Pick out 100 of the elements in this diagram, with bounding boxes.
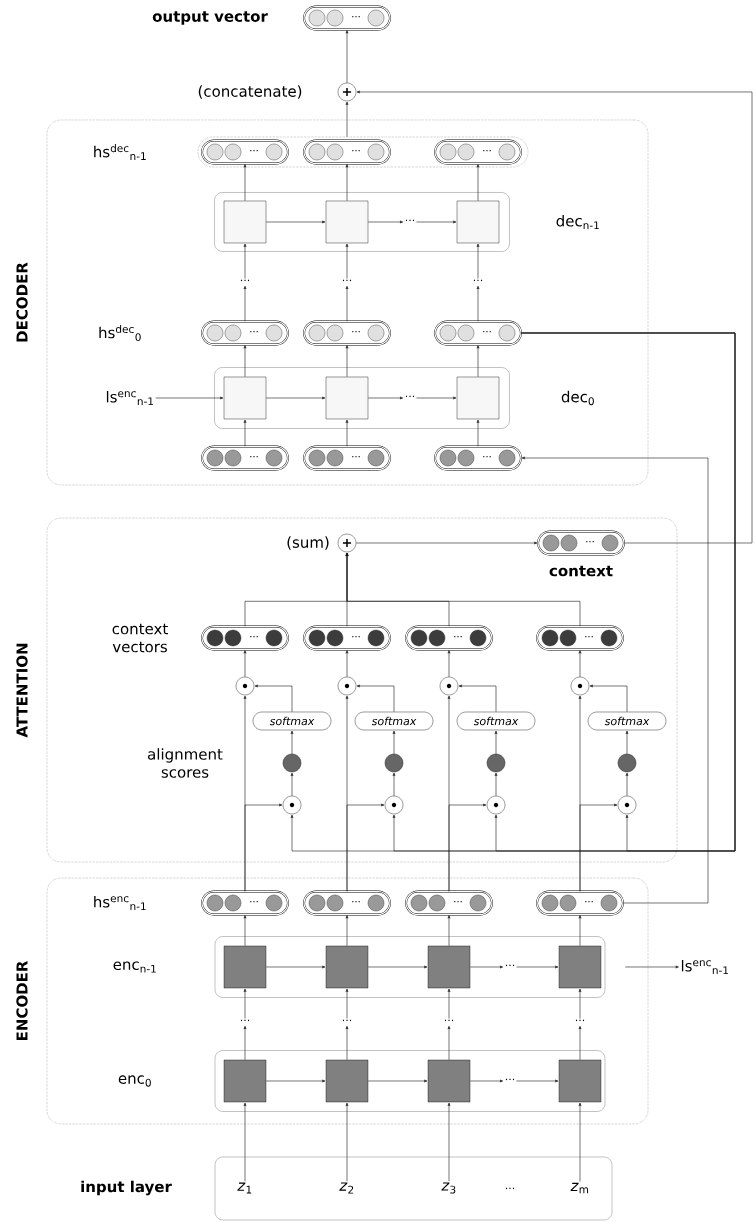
arrow (521, 456, 709, 904)
arrow (578, 1102, 582, 1182)
cell-square (427, 1059, 471, 1103)
arrow (494, 772, 498, 797)
row-label: alignment scores (148, 748, 223, 778)
side-label: dec$_{0}$ (561, 390, 594, 406)
softmax-box: softmax (252, 711, 332, 731)
vector: ··· (434, 320, 522, 346)
ellipsis: ··· (405, 219, 415, 222)
ellipsis: ··· (444, 1019, 454, 1022)
dot-product-circle (384, 795, 404, 815)
variable-label: z$_{1}$ (237, 1182, 252, 1194)
layer-box (214, 1050, 606, 1112)
arrow (416, 396, 457, 400)
arrow (356, 684, 395, 713)
arrow (367, 1079, 428, 1083)
vector: ··· (434, 445, 522, 471)
arrow (345, 30, 349, 84)
arrow (243, 988, 247, 1019)
arrow (392, 730, 396, 755)
arrow (243, 1102, 247, 1182)
score-circle (617, 753, 637, 773)
side-label: enc$_{n-1}$ (113, 961, 156, 973)
arrow (447, 915, 451, 947)
layer-box (214, 936, 606, 998)
arrow (345, 552, 581, 627)
arrow (345, 1102, 349, 1182)
arrow (578, 915, 582, 947)
cell-square (223, 376, 267, 420)
arrow (356, 90, 753, 544)
cell-square (456, 200, 500, 244)
arrow (345, 650, 349, 678)
ellipsis: ··· (505, 1187, 515, 1190)
row-label: context vectors (112, 623, 168, 653)
variable-label: z$_{2}$ (339, 1182, 354, 1194)
variable-label: ls$^{enc}$n-1 (681, 959, 729, 975)
dot-product-circle (439, 676, 459, 696)
arrow (345, 285, 349, 322)
variable-label: ls$^{enc}$n-1 (106, 390, 154, 406)
ellipsis: ··· (240, 1019, 250, 1022)
variable-label: z$_{3}$ (441, 1182, 456, 1194)
arrow (476, 164, 480, 202)
layer-box (214, 367, 510, 429)
variable-label: z$_{m}$ (570, 1182, 589, 1194)
vector: ··· (303, 320, 391, 346)
arrow (448, 803, 487, 892)
vector: ··· (303, 5, 391, 31)
side-label: dec$_{n-1}$ (556, 214, 599, 230)
ellipsis: ··· (575, 1019, 585, 1022)
dot-product-circle (570, 676, 590, 696)
vector: ··· (303, 445, 391, 471)
ellipsis: ··· (240, 279, 250, 282)
arrow (589, 684, 628, 713)
arrow (447, 1102, 451, 1182)
arrow (265, 396, 326, 400)
arrow (476, 345, 480, 378)
arrow (243, 915, 247, 947)
arrow (476, 285, 480, 322)
ellipsis: ··· (505, 1078, 515, 1081)
arrow (367, 965, 428, 969)
arrow (458, 684, 497, 713)
vector: ··· (201, 890, 289, 916)
score-circle (282, 753, 302, 773)
dot-product-circle (235, 676, 255, 696)
arrow (243, 243, 247, 279)
arrow (447, 988, 451, 1019)
cell-square (223, 200, 267, 244)
arrow (243, 345, 247, 378)
cell-square (325, 200, 369, 244)
vector: ··· (303, 139, 391, 165)
softmax-box: softmax (587, 711, 667, 731)
vector: ··· (536, 890, 624, 916)
vector: ··· (405, 890, 493, 916)
dot-product-circle (282, 795, 302, 815)
vector: ··· (303, 625, 391, 651)
arrow (345, 101, 349, 138)
side-label: output vector (152, 11, 268, 25)
vector: ··· (434, 139, 522, 165)
ellipsis: ··· (405, 395, 415, 398)
section-heading: DECODER (16, 262, 28, 342)
cell-square (558, 945, 602, 989)
arrow (345, 345, 349, 378)
dot-product-circle (486, 795, 506, 815)
arrow (345, 915, 349, 947)
layer-heading: input layer (81, 1180, 172, 1196)
arrow (392, 772, 396, 797)
arrow (469, 965, 504, 969)
cell-square (223, 1059, 267, 1103)
arrow (476, 243, 480, 279)
arrow (476, 419, 480, 447)
ellipsis: ··· (342, 1019, 352, 1022)
side-label: (sum) (287, 536, 329, 550)
section-heading: ENCODER (16, 960, 28, 1040)
layer-box (214, 192, 510, 252)
side-label: hs$^{dec}$n-1 (94, 144, 146, 160)
arrow (290, 772, 294, 797)
arrow (265, 220, 326, 224)
vector: ··· (405, 625, 493, 651)
arrow (578, 988, 582, 1019)
vector: ··· (201, 625, 289, 651)
